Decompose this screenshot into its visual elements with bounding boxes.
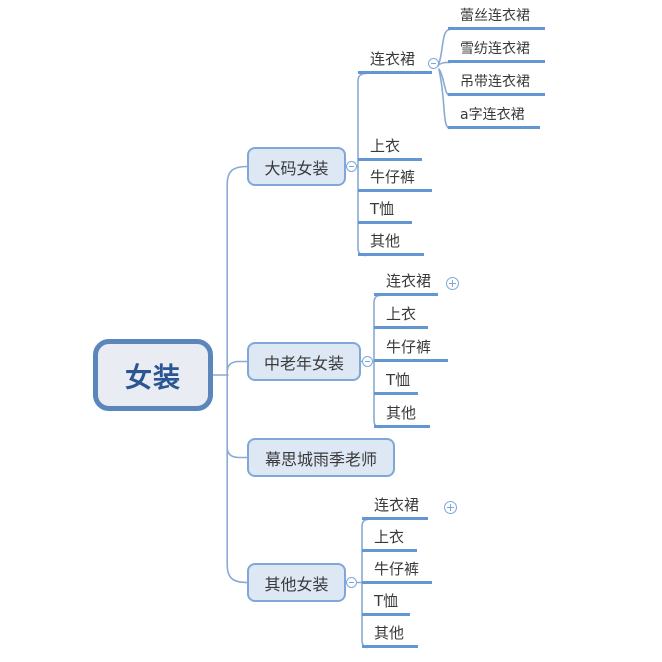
plus-size-jeans-topic[interactable]: 牛仔裤 [358, 166, 432, 192]
plus-size-top-topic[interactable]: 上衣 [358, 135, 422, 161]
branch-other-women[interactable]: 其他女装 [247, 563, 346, 602]
other-women-jeans-topic[interactable]: 牛仔裤 [362, 558, 432, 584]
branch-plus-size-women[interactable]: 大码女装 [247, 147, 346, 186]
plus-size-tshirt-topic[interactable]: T恤 [358, 198, 412, 224]
plus-size-other-topic[interactable]: 其他 [358, 230, 424, 256]
other-women-tshirt-topic[interactable]: T恤 [362, 590, 410, 616]
middle-aged-other-topic[interactable]: 其他 [374, 402, 430, 428]
root-topic[interactable]: 女装 [93, 339, 213, 411]
collapse-icon-plus-size[interactable] [346, 161, 357, 172]
collapse-icon-middle-aged[interactable] [362, 356, 373, 367]
branch-musicheng-teacher[interactable]: 幕思城雨季老师 [247, 438, 395, 477]
other-women-top-topic[interactable]: 上衣 [362, 526, 417, 552]
collapse-icon-other-women[interactable] [346, 577, 357, 588]
collapse-icon-dress[interactable] [428, 58, 439, 69]
other-women-other-topic[interactable]: 其他 [362, 622, 418, 648]
middle-aged-dress-topic[interactable]: 连衣裙 [374, 270, 438, 296]
middle-aged-tshirt-topic[interactable]: T恤 [374, 369, 418, 395]
other-women-dress-topic[interactable]: 连衣裙 [362, 494, 428, 520]
slip-dress-topic[interactable]: 吊带连衣裙 [448, 70, 545, 96]
chiffon-dress-topic[interactable]: 雪纺连衣裙 [448, 37, 545, 63]
middle-aged-top-topic[interactable]: 上衣 [374, 303, 428, 329]
expand-icon-other-women-dress[interactable] [444, 501, 457, 514]
plus-size-dress-topic[interactable]: 连衣裙 [358, 48, 432, 74]
lace-dress-topic[interactable]: 蕾丝连衣裙 [448, 4, 545, 30]
a-line-dress-topic[interactable]: a字连衣裙 [448, 103, 540, 129]
middle-aged-jeans-topic[interactable]: 牛仔裤 [374, 336, 448, 362]
branch-middle-aged-women[interactable]: 中老年女装 [247, 342, 361, 381]
expand-icon-middle-aged-dress[interactable] [446, 277, 459, 290]
